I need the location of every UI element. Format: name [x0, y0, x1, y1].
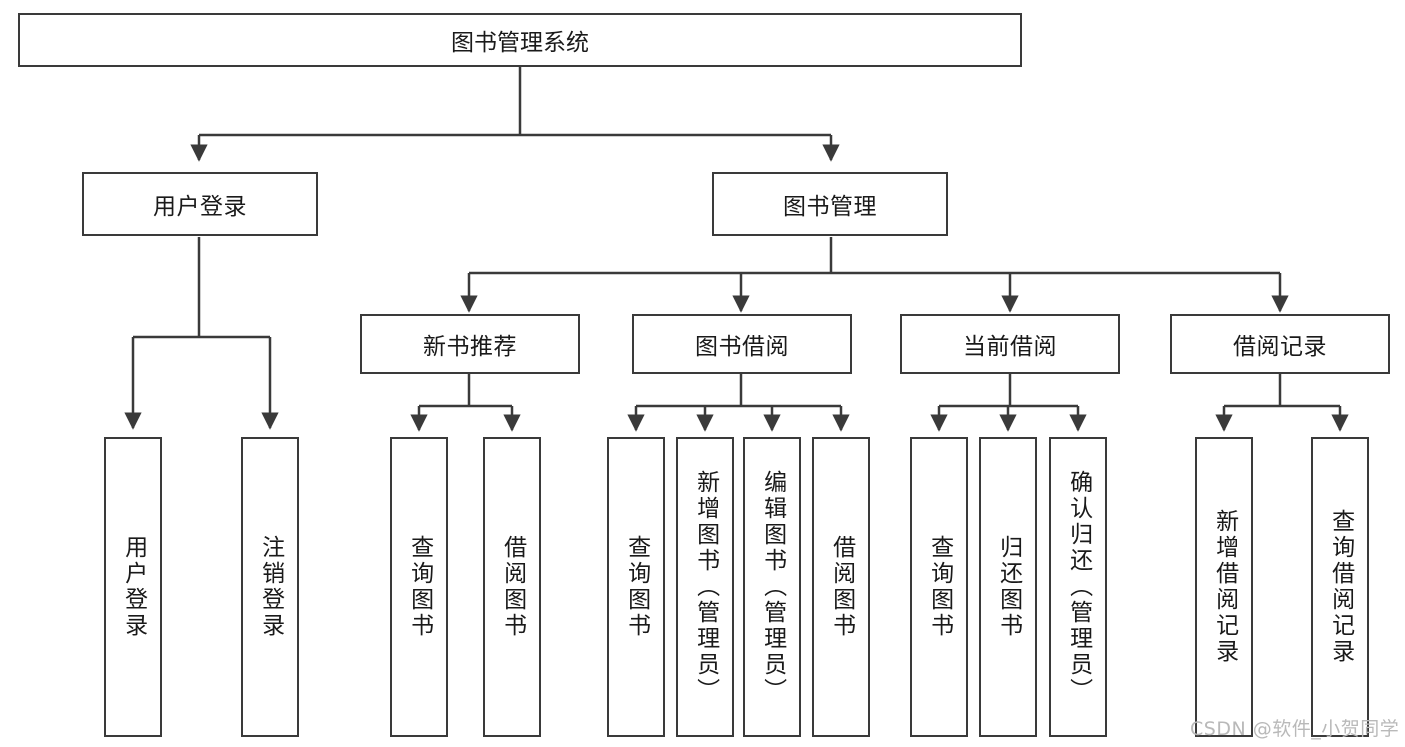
leaf-book-borrow-edit-book-admin[interactable]: 编辑图书（管理员）	[743, 437, 801, 737]
leaf-book-borrow-add-book-admin[interactable]: 新增图书（管理员）	[676, 437, 734, 737]
node-current-borrow[interactable]: 当前借阅	[900, 314, 1120, 374]
node-label: 图书管理	[783, 194, 877, 220]
node-label: 用户登录	[153, 194, 247, 220]
leaf-current-borrow-query-book[interactable]: 查询图书	[910, 437, 968, 737]
leaf-user-login-logout[interactable]: 注销登录	[241, 437, 299, 737]
leaf-label: 查询借阅记录	[1327, 509, 1354, 665]
leaf-label: 查询图书	[406, 535, 433, 639]
node-label: 图书借阅	[695, 334, 789, 360]
node-root-book-management-system[interactable]: 图书管理系统	[18, 13, 1022, 67]
leaf-label: 借阅图书	[499, 535, 526, 639]
node-new-book-recommend[interactable]: 新书推荐	[360, 314, 580, 374]
node-label: 新书推荐	[423, 334, 517, 360]
leaf-label: 查询图书	[926, 535, 953, 639]
node-label: 图书管理系统	[451, 30, 589, 56]
leaf-borrow-record-add-record[interactable]: 新增借阅记录	[1195, 437, 1253, 737]
leaf-label: 确认归还（管理员）	[1065, 470, 1092, 704]
leaf-current-borrow-confirm-return-admin[interactable]: 确认归还（管理员）	[1049, 437, 1107, 737]
leaf-label: 借阅图书	[828, 535, 855, 639]
node-book-borrow[interactable]: 图书借阅	[632, 314, 852, 374]
leaf-new-book-borrow-book[interactable]: 借阅图书	[483, 437, 541, 737]
node-borrow-record[interactable]: 借阅记录	[1170, 314, 1390, 374]
node-label: 借阅记录	[1233, 334, 1327, 360]
leaf-current-borrow-return-book[interactable]: 归还图书	[979, 437, 1037, 737]
leaf-borrow-record-query-record[interactable]: 查询借阅记录	[1311, 437, 1369, 737]
leaf-label: 新增图书（管理员）	[692, 470, 719, 704]
leaf-label: 归还图书	[995, 535, 1022, 639]
node-book-management[interactable]: 图书管理	[712, 172, 948, 236]
leaf-label: 新增借阅记录	[1211, 509, 1238, 665]
leaf-book-borrow-query-book[interactable]: 查询图书	[607, 437, 665, 737]
leaf-user-login-login[interactable]: 用户登录	[104, 437, 162, 737]
leaf-label: 注销登录	[257, 535, 284, 639]
leaf-label: 编辑图书（管理员）	[759, 470, 786, 704]
leaf-label: 用户登录	[120, 535, 147, 639]
node-label: 当前借阅	[963, 334, 1057, 360]
leaf-book-borrow-borrow-book[interactable]: 借阅图书	[812, 437, 870, 737]
node-user-login[interactable]: 用户登录	[82, 172, 318, 236]
leaf-new-book-query-book[interactable]: 查询图书	[390, 437, 448, 737]
leaf-label: 查询图书	[623, 535, 650, 639]
watermark-text: CSDN @软件_小贺同学	[1190, 718, 1400, 740]
